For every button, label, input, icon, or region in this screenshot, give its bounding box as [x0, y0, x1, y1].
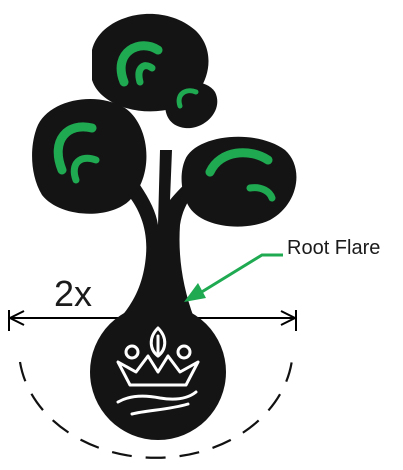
root-ball-icon	[90, 304, 226, 440]
arrow-icon	[184, 255, 283, 302]
width-multiplier-label: 2x	[54, 273, 92, 314]
root-flare-label: Root Flare	[287, 237, 380, 259]
